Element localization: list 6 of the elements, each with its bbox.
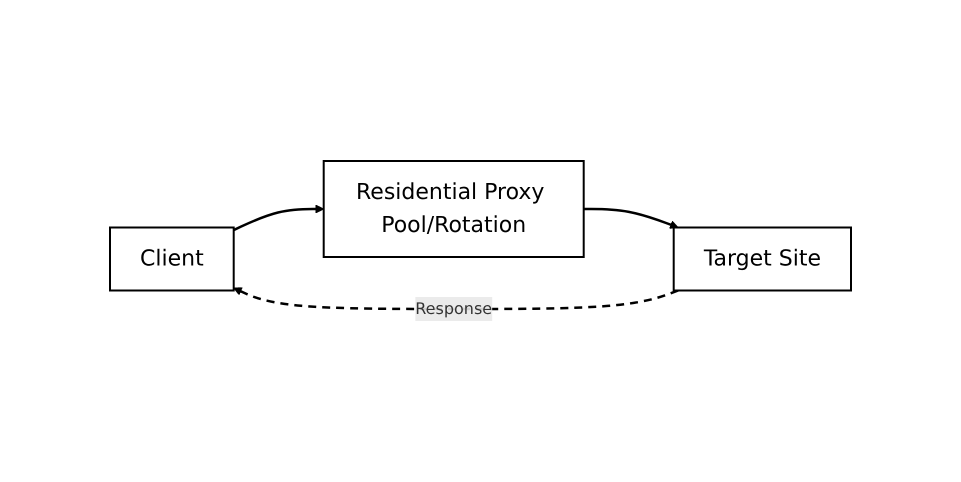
node-box: Client [109,226,235,292]
arrow [584,208,679,229]
edge-label: Response [415,299,492,318]
node-box: Residential Proxy Pool/Rotation [322,160,585,258]
arrow [233,204,324,232]
node-box: Target Site [672,226,852,292]
